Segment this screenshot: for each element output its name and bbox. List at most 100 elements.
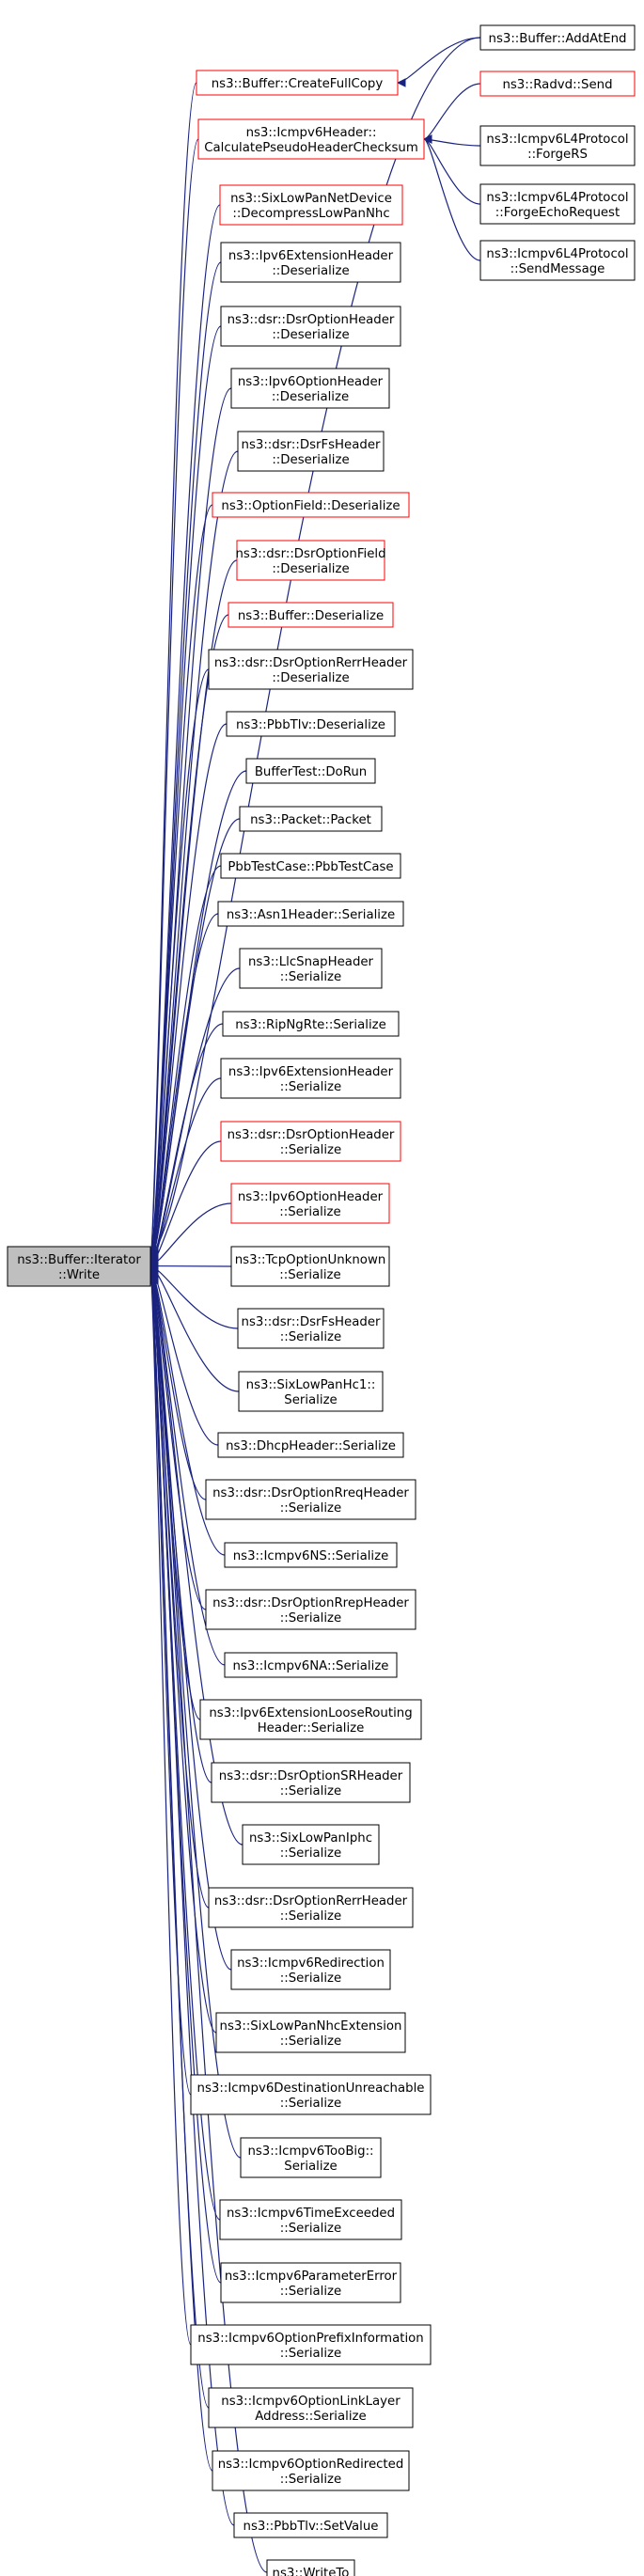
node-box bbox=[230, 368, 390, 409]
call-edge-n_pbbtlv_setvalue-to-root bbox=[149, 1276, 235, 2526]
node-n-dsrrreq-ser[interactable]: ns3::dsr::DsrOptionRreqHeader::Serialize bbox=[205, 1479, 416, 1520]
node-n-addatend[interactable]: ns3::Buffer::AddAtEnd bbox=[479, 24, 636, 51]
node-label-line: ns3::SixLowPanHc1:: bbox=[246, 1378, 376, 1392]
node-label-line: ::SendMessage bbox=[510, 262, 605, 276]
node-n-pbbtlv-setvalue[interactable]: ns3::PbbTlv::SetValue bbox=[233, 2512, 388, 2538]
node-box bbox=[208, 1887, 414, 1928]
node-n-packet[interactable]: ns3::Packet::Packet bbox=[239, 806, 383, 832]
call-edge-n_dsrrerr_deser-to-root bbox=[149, 668, 210, 1264]
node-label-line: ns3::SixLowPanIphc bbox=[249, 1831, 372, 1846]
node-label-line: ::Serialize bbox=[280, 1971, 341, 1986]
node-n-ipv6ext-ser[interactable]: ns3::Ipv6ExtensionHeader::Serialize bbox=[220, 1058, 401, 1099]
call-edge-n_asn1-to-root bbox=[149, 913, 219, 1266]
node-n-buffertest[interactable]: BufferTest::DoRun bbox=[245, 758, 376, 784]
node-box bbox=[242, 1824, 380, 1865]
node-label-line: ns3::Radvd::Send bbox=[502, 78, 612, 92]
node-n-dsrrerr-ser[interactable]: ns3::dsr::DsrOptionRerrHeader::Serialize bbox=[208, 1887, 414, 1928]
call-edge-n_dsroptheader_ser-to-root bbox=[149, 1140, 222, 1269]
node-box bbox=[479, 71, 636, 97]
node-n-dhcp[interactable]: ns3::DhcpHeader::Serialize bbox=[217, 1432, 404, 1458]
call-edge-n_ipv6ext_ser-to-root bbox=[149, 1077, 222, 1268]
node-n-icmpv6-pseudo[interactable]: ns3::Icmpv6Header::CalculatePseudoHeader… bbox=[197, 118, 425, 160]
call-edge-n_forgeecho-to-n_icmpv6_pseudo bbox=[423, 134, 481, 205]
node-n-icmpv6optredir[interactable]: ns3::Icmpv6OptionRedirected::Serialize bbox=[212, 2450, 410, 2491]
node-n-llcsnap[interactable]: ns3::LlcSnapHeader::Serialize bbox=[239, 948, 383, 989]
node-label-line: ns3::dsr::DsrOptionRerrHeader bbox=[214, 656, 408, 670]
node-label-line: ns3::dsr::DsrFsHeader bbox=[242, 438, 381, 452]
node-n-ripngrte[interactable]: ns3::RipNgRte::Serialize bbox=[222, 1011, 400, 1037]
node-n-createfullcopy[interactable]: ns3::Buffer::CreateFullCopy bbox=[196, 70, 399, 96]
node-n-forgers[interactable]: ns3::Icmpv6L4Protocol::ForgeRS bbox=[479, 125, 636, 166]
node-n-sixlow-decompress[interactable]: ns3::SixLowPanNetDevice::DecompressLowPa… bbox=[219, 184, 403, 226]
node-n-icmpv6ns[interactable]: ns3::Icmpv6NS::Serialize bbox=[224, 1542, 398, 1568]
call-edge-n_sixlownhcext-to-root bbox=[149, 1270, 217, 2034]
node-n-tcpoptunknown[interactable]: ns3::TcpOptionUnknown::Serialize bbox=[230, 1246, 390, 1287]
node-n-writeto[interactable]: ns3::WriteTo bbox=[266, 2559, 355, 2576]
node-n-icmpv6paramerr[interactable]: ns3::Icmpv6ParameterError::Serialize bbox=[220, 2262, 401, 2303]
node-n-ipv6opt-deser[interactable]: ns3::Ipv6OptionHeader::Deserialize bbox=[230, 368, 390, 409]
node-n-sixlowiphc[interactable]: ns3::SixLowPanIphc::Serialize bbox=[242, 1824, 380, 1865]
node-n-icmpv6optprefix[interactable]: ns3::Icmpv6OptionPrefixInformation::Seri… bbox=[190, 2324, 432, 2365]
node-n-icmpv6destunreach[interactable]: ns3::Icmpv6DestinationUnreachable::Seria… bbox=[190, 2074, 432, 2115]
node-label-line: ::Serialize bbox=[280, 2473, 341, 2487]
call-edge-n_icmpv6_pseudo-to-root bbox=[149, 138, 199, 1257]
node-n-sendmessage[interactable]: ns3::Icmpv6L4Protocol::SendMessage bbox=[479, 240, 636, 281]
node-n-icmpv6optlinklayer[interactable]: ns3::Icmpv6OptionLinkLayerAddress::Seria… bbox=[208, 2387, 414, 2428]
node-n-dsroptfield-deser[interactable]: ns3::dsr::DsrOptionField::Deserialize bbox=[235, 540, 386, 581]
node-label-line: ns3::Icmpv6DestinationUnreachable bbox=[197, 2081, 425, 2096]
node-n-optionfield-deser[interactable]: ns3::OptionField::Deserialize bbox=[212, 492, 410, 518]
node-n-forgeecho[interactable]: ns3::Icmpv6L4Protocol::ForgeEchoRequest bbox=[479, 183, 636, 225]
node-n-icmpv6toobig[interactable]: ns3::Icmpv6TooBig::Serialize bbox=[240, 2137, 382, 2178]
node-label-line: ::ForgeEchoRequest bbox=[495, 206, 620, 220]
node-n-asn1[interactable]: ns3::Asn1Header::Serialize bbox=[217, 901, 404, 927]
node-label-line: ns3::dsr::DsrOptionField bbox=[235, 547, 385, 561]
node-n-pbbtlv-deser[interactable]: ns3::PbbTlv::Deserialize bbox=[226, 711, 396, 737]
node-n-ipv6extloose[interactable]: ns3::Ipv6ExtensionLooseRoutingHeader::Se… bbox=[199, 1699, 422, 1740]
node-box bbox=[224, 1652, 398, 1678]
node-n-sixlownhcext[interactable]: ns3::SixLowPanNhcExtension::Serialize bbox=[215, 2012, 406, 2053]
node-n-icmpv6timeexc[interactable]: ns3::Icmpv6TimeExceeded::Serialize bbox=[219, 2199, 402, 2240]
node-label-line: ns3::WriteTo bbox=[273, 2567, 350, 2576]
node-n-ipv6ext-deser[interactable]: ns3::Ipv6ExtensionHeader::Deserialize bbox=[220, 242, 401, 283]
node-n-ipv6opt-ser[interactable]: ns3::Ipv6OptionHeader::Serialize bbox=[230, 1183, 390, 1224]
node-label-line: ns3::Icmpv6Redirection bbox=[237, 1956, 385, 1971]
node-label-line: ns3::LlcSnapHeader bbox=[248, 955, 374, 969]
node-n-dsroptheader-deser[interactable]: ns3::dsr::DsrOptionHeader::Deserialize bbox=[220, 306, 401, 347]
node-box bbox=[199, 1699, 422, 1740]
node-label-line: ns3::Icmpv6OptionRedirected bbox=[218, 2458, 404, 2472]
call-edge-n_sixlowhc1-to-root bbox=[149, 1263, 240, 1392]
call-edge-n_packet-to-root bbox=[149, 818, 241, 1265]
node-label-line: CalculatePseudoHeaderChecksum bbox=[204, 141, 418, 155]
node-label-line: ns3::OptionField::Deserialize bbox=[221, 499, 400, 513]
node-box bbox=[245, 758, 376, 784]
node-n-dsrrrep-ser[interactable]: ns3::dsr::DsrOptionRrepHeader::Serialize bbox=[205, 1589, 416, 1630]
node-box bbox=[219, 2199, 402, 2240]
node-label-line: ::Serialize bbox=[280, 2034, 341, 2049]
node-label-line: ::Serialize bbox=[280, 1611, 341, 1626]
node-box bbox=[217, 1432, 404, 1458]
node-label-line: ns3::RipNgRte::Serialize bbox=[235, 1018, 386, 1032]
node-n-pbbtestcase[interactable]: PbbTestCase::PbbTestCase bbox=[220, 853, 401, 879]
node-n-icmpv6na[interactable]: ns3::Icmpv6NA::Serialize bbox=[224, 1652, 398, 1678]
node-n-dsrfs-ser[interactable]: ns3::dsr::DsrFsHeader::Serialize bbox=[237, 1308, 385, 1349]
node-label-line: ns3::Buffer::Iterator bbox=[17, 1253, 141, 1267]
node-box bbox=[220, 1121, 401, 1162]
node-label-line: ::Deserialize bbox=[272, 671, 349, 685]
node-box bbox=[205, 1479, 416, 1520]
node-n-dsrfs-deser[interactable]: ns3::dsr::DsrFsHeader::Deserialize bbox=[237, 431, 385, 472]
node-n-dsrsr-ser[interactable]: ns3::dsr::DsrOptionSRHeader::Serialize bbox=[211, 1762, 411, 1803]
node-n-dsroptheader-ser[interactable]: ns3::dsr::DsrOptionHeader::Serialize bbox=[220, 1121, 401, 1162]
node-root[interactable]: ns3::Buffer::Iterator::Write bbox=[7, 1246, 151, 1287]
node-box bbox=[222, 1011, 400, 1037]
node-n-icmpv6redir[interactable]: ns3::Icmpv6Redirection::Serialize bbox=[230, 1949, 391, 1990]
node-box bbox=[196, 70, 399, 96]
node-n-radvd-send[interactable]: ns3::Radvd::Send bbox=[479, 71, 636, 97]
node-n-dsrrerr-deser[interactable]: ns3::dsr::DsrOptionRerrHeader::Deseriali… bbox=[208, 649, 414, 690]
node-label-line: Address::Serialize bbox=[255, 2410, 366, 2424]
node-n-sixlowhc1[interactable]: ns3::SixLowPanHc1::Serialize bbox=[238, 1371, 384, 1412]
node-n-buffer-deser[interactable]: ns3::Buffer::Deserialize bbox=[228, 602, 394, 628]
node-box bbox=[266, 2559, 355, 2576]
node-label-line: ::Serialize bbox=[280, 2222, 341, 2236]
node-label-line: ::Serialize bbox=[280, 970, 341, 984]
